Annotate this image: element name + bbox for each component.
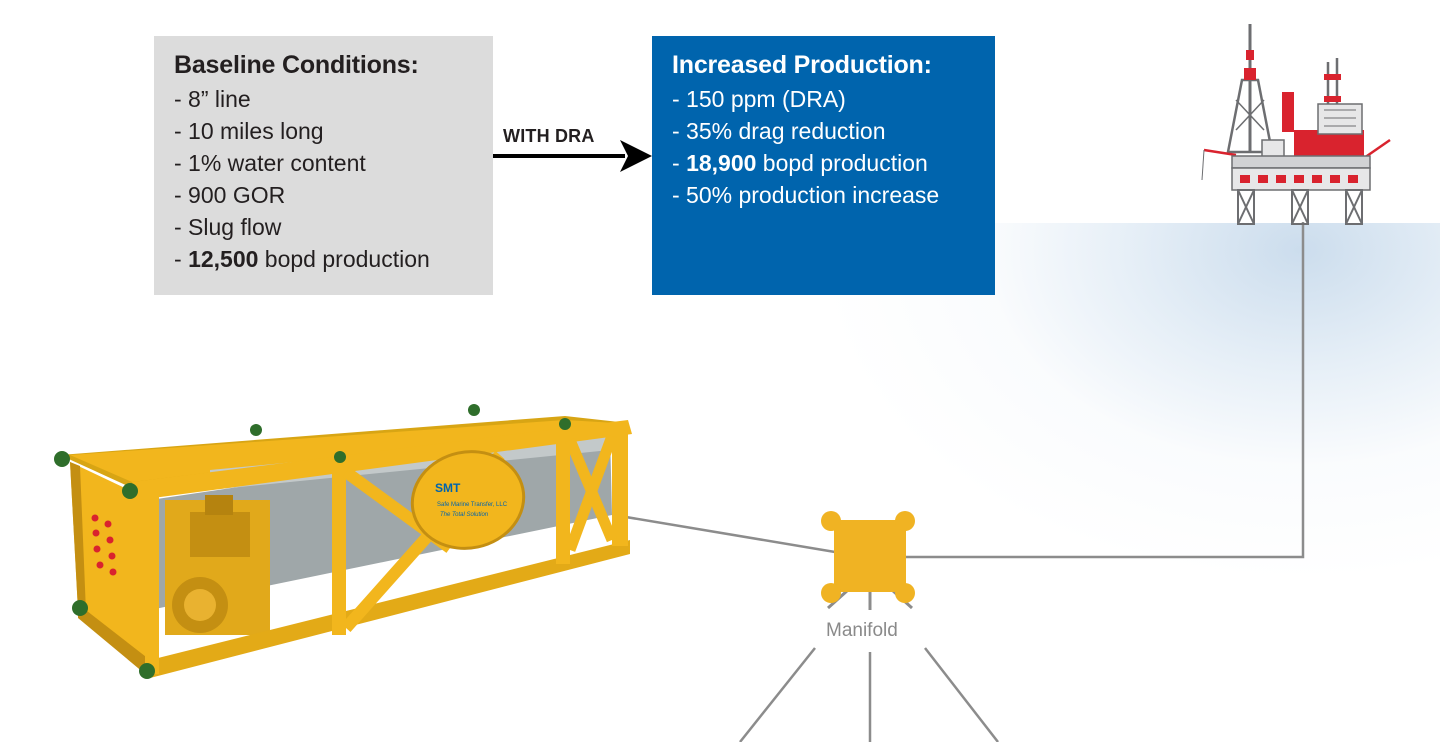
- baseline-item: - 1% water content: [174, 150, 366, 176]
- baseline-item: - 900 GOR: [174, 182, 286, 208]
- increased-production-value: 18,900: [686, 150, 757, 176]
- skid-logo-sub: Safe Marine Transfer, LLC: [437, 502, 508, 508]
- increased-item: - 150 ppm (DRA): [672, 86, 846, 112]
- baseline-item: - 8” line: [174, 86, 251, 112]
- increased-list: - 150 ppm (DRA) - 35% drag reduction - 1…: [672, 83, 975, 211]
- baseline-production-value: 12,500: [188, 246, 259, 272]
- baseline-conditions-box: Baseline Conditions: - 8” line - 10 mile…: [154, 36, 493, 295]
- dra-skid-icon: SMT Safe Marine Transfer, LLC The Total …: [54, 404, 632, 679]
- baseline-item: - Slug flow: [174, 214, 282, 240]
- baseline-item: - 10 miles long: [174, 118, 324, 144]
- increased-item-prefix: -: [672, 150, 687, 176]
- line-well-1: [739, 647, 816, 742]
- increased-item: - 18,900 bopd production: [672, 147, 975, 179]
- increased-production-box: Increased Production: - 150 ppm (DRA) - …: [652, 36, 995, 295]
- line-manifold-to-platform: [905, 222, 1305, 559]
- line-skid-to-manifold: [619, 514, 836, 554]
- line-well-3: [924, 647, 999, 742]
- skid-logo-tag: The Total Solution: [440, 512, 489, 518]
- increased-item: - 50% production increase: [672, 182, 940, 208]
- flow-lines: [619, 222, 1305, 742]
- with-dra-label: WITH DRA: [503, 126, 595, 146]
- increased-item-suffix: bopd production: [756, 150, 928, 176]
- increased-title: Increased Production:: [672, 51, 932, 79]
- increased-item: - 35% drag reduction: [672, 118, 886, 144]
- baseline-title: Baseline Conditions:: [174, 51, 419, 79]
- with-dra-arrow: [493, 140, 652, 172]
- baseline-list: - 8” line - 10 miles long - 1% water con…: [174, 83, 473, 275]
- offshore-platform-icon: [1201, 24, 1391, 225]
- manifold-icon: [821, 511, 915, 610]
- baseline-item-prefix: -: [174, 246, 189, 272]
- baseline-item: - 12,500 bopd production: [174, 243, 473, 275]
- skid-logo-text: SMT: [435, 481, 461, 495]
- manifold-label: Manifold: [826, 620, 898, 641]
- baseline-item-suffix: bopd production: [258, 246, 430, 272]
